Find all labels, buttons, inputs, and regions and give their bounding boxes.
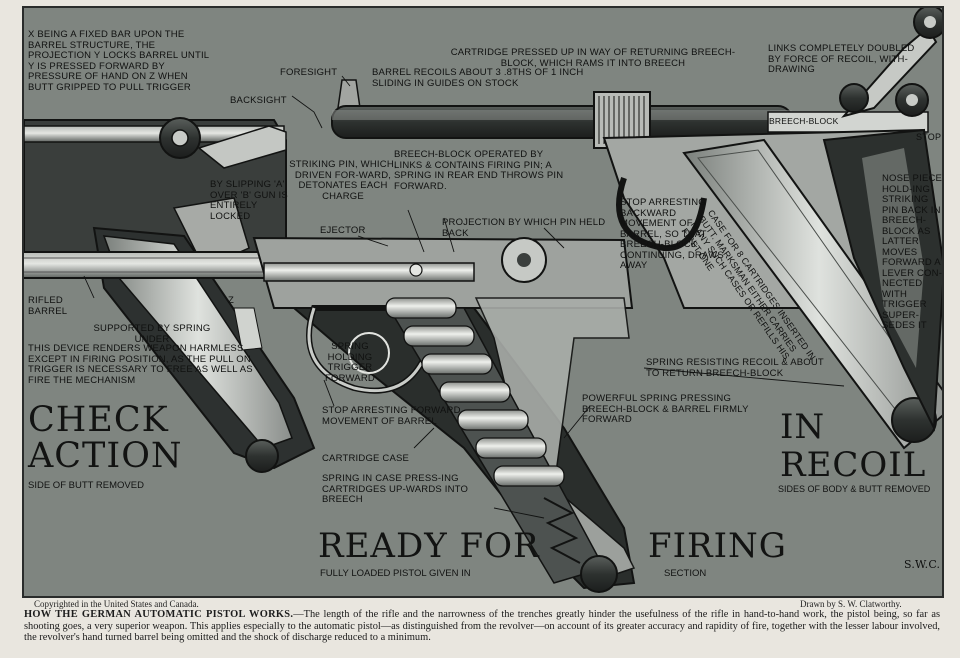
title-check-action: CHECK ACTION [28,400,183,476]
label-cartridge-case: CARTRIDGE CASE [322,453,410,464]
caption-heading: HOW THE GERMAN AUTOMATIC PISTOL WORKS. [24,609,294,620]
leader-lines [83,75,845,519]
label-striking-pin: STRIKING PIN, WHICH, DRIVEN FOR-WARD, DE… [289,159,397,202]
drawn-by-credit: Drawn by S. W. Clatworthy. [800,599,902,609]
label-stop-top: STOP [916,132,942,142]
label-cartridge-pressed: CARTRIDGE PRESSED UP IN WAY OF RETURNING… [450,47,736,69]
subtitle-in-recoil: SIDES OF BODY & BUTT REMOVED [778,484,931,494]
label-links-doubled: LINKS COMPLETELY DOUBLED BY FORCE OF REC… [768,43,915,75]
label-spring-resisting: SPRING RESISTING RECOIL & ABOUT TO RETUR… [646,357,824,379]
ready-for-firing-drawing [24,79,636,593]
label-powerful-spring: POWERFUL SPRING PRESSING BREECH-BLOCK & … [582,393,749,425]
title-firing: FIRING [648,526,787,566]
label-foresight: FORESIGHT [280,67,338,78]
pistol-artwork [24,8,942,593]
label-stop-arresting-fwd: STOP ARRESTING FORWARD MOVEMENT OF BARRE… [322,405,461,427]
label-projection: PROJECTION BY WHICH PIN HELD BACK [442,217,606,239]
caption-body: —The length of the rifle and the narrown… [24,609,940,644]
title-ready-for: READY FOR [318,526,540,566]
subtitle-check-action: SIDE OF BUTT REMOVED [28,480,144,491]
subtitle-ready-a: FULLY LOADED PISTOL GIVEN IN [320,568,471,579]
caption: HOW THE GERMAN AUTOMATIC PISTOL WORKS.—T… [24,609,940,644]
label-breech-block-operated: BREECH-BLOCK OPERATED BY LINKS & CONTAIN… [394,149,564,192]
cartridge-stack [385,297,565,487]
label-stop-arresting-back: STOP ARRESTING BACKWARD MOVEMENT OF BARR… [620,197,724,271]
artist-signature: S.W.C. [904,558,941,571]
label-spring-holding: SPRING HOLDING TRIGGER FORWARD [325,341,375,384]
label-spring-in-case: SPRING IN CASE PRESS-ING CARTRIDGES UP-W… [322,473,469,505]
label-slipping: BY SLIPPING 'A' OVER 'B' GUN IS ENTIRELY… [210,179,288,222]
label-x-bar: X BEING A FIXED BAR UPON THE BARREL STRU… [28,29,209,93]
label-ejector: EJECTOR [320,225,366,236]
label-z: Z [228,295,235,306]
check-action-drawing [24,117,316,473]
label-device: THIS DEVICE RENDERS WEAPON HARMLESS EXCE… [28,343,253,386]
subtitle-ready-b: SECTION [664,568,707,579]
label-backsight: BACKSIGHT [230,95,287,106]
label-breech-block-top: BREECH-BLOCK [769,116,839,126]
label-nose-piece: NOSE PIECE HOLD-ING STRIKING PIN BACK IN… [882,173,943,331]
in-recoil-drawing [331,8,942,450]
label-barrel-recoils: BARREL RECOILS ABOUT 3 .8THS OF 1 INCH S… [372,67,584,89]
copyright-note: Copyrighted in the United States and Can… [34,599,199,609]
illustration-plate: X BEING A FIXED BAR UPON THE BARREL STRU… [22,6,944,598]
label-rifled-barrel: RIFLED BARREL [28,295,68,317]
title-in-recoil: IN RECOIL [780,407,927,485]
label-supported: SUPPORTED BY SPRING UNDER [93,323,211,345]
